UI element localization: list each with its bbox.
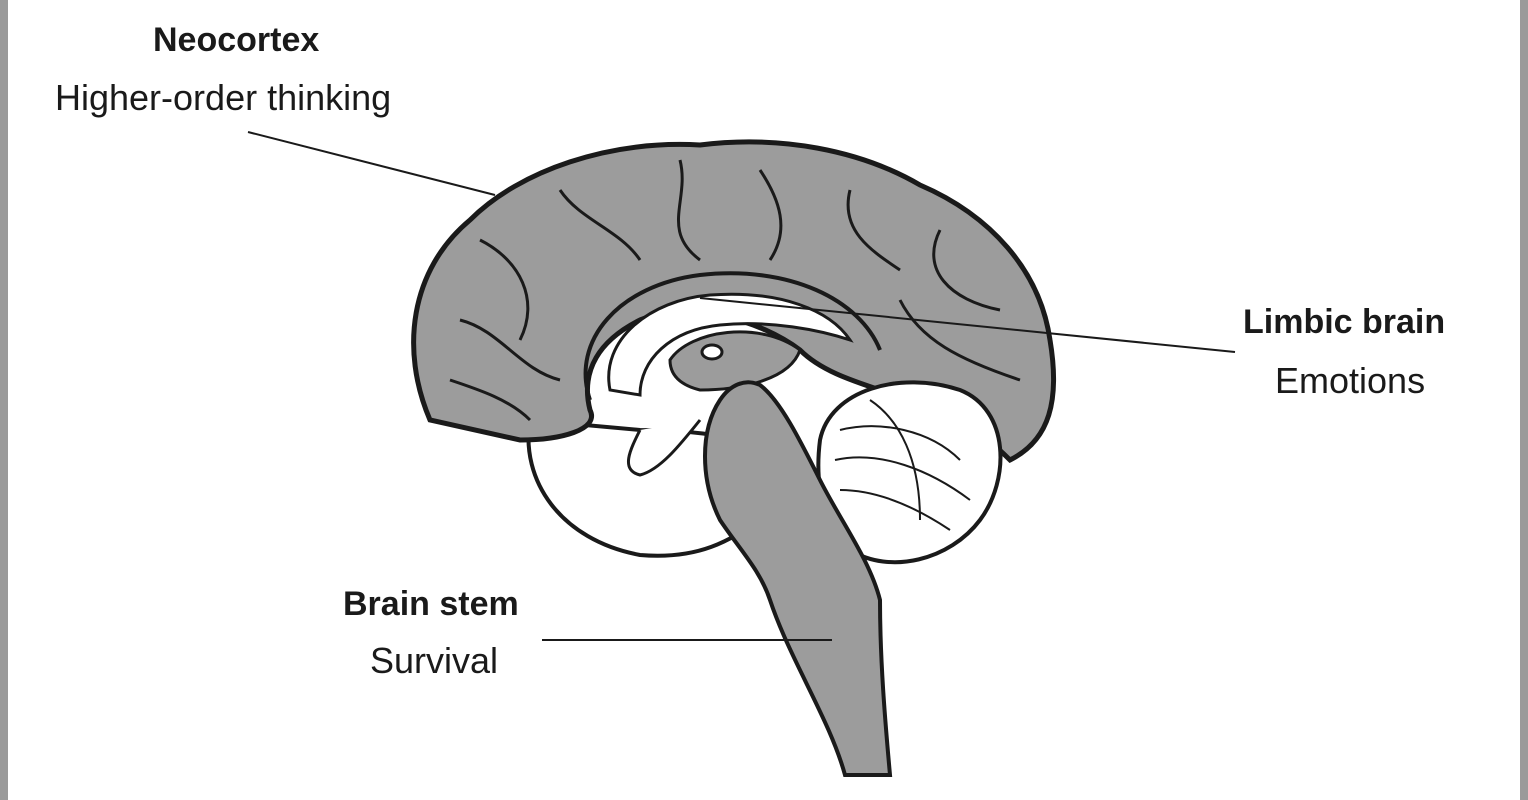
brain-illustration xyxy=(247,131,1236,777)
brainstem-subtitle: Survival xyxy=(370,640,499,681)
limbic-leader-line xyxy=(699,297,1236,353)
cerebellum-folds xyxy=(834,399,971,531)
thalamus xyxy=(668,330,802,392)
neocortex-title: Neocortex xyxy=(153,21,320,59)
neocortex-leader-line xyxy=(247,131,496,196)
brain-stem-shape xyxy=(703,380,893,777)
limbic-ring xyxy=(583,271,882,401)
corpus-callosum xyxy=(607,292,854,397)
brainstem-title: Brain stem xyxy=(343,585,519,623)
limbic-title: Limbic brain xyxy=(1243,303,1446,341)
neocortex-subtitle: Higher-order thinking xyxy=(55,77,392,118)
gyri-lines xyxy=(449,159,1021,422)
limbic-subtitle: Emotions xyxy=(1275,360,1426,401)
